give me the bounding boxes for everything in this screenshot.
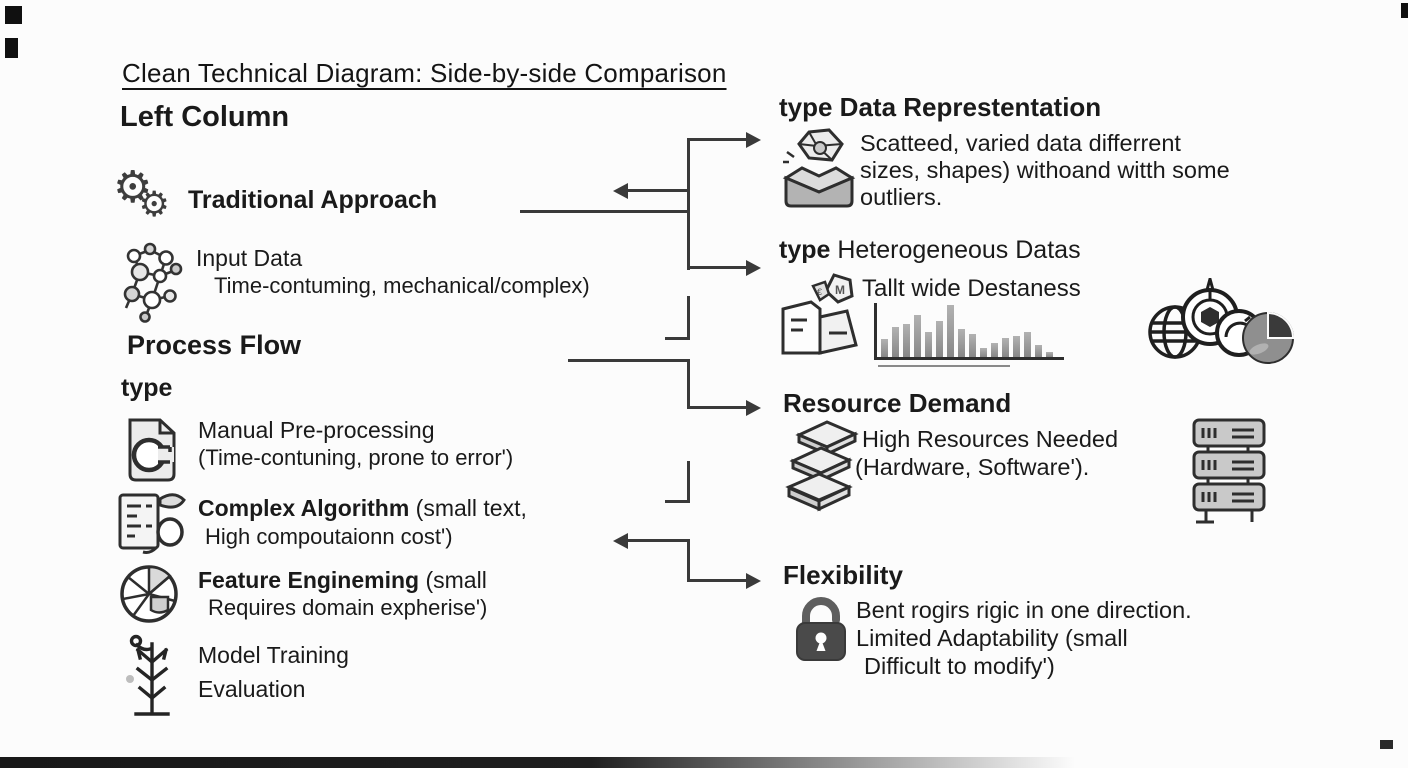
step-title: Model Training [198,642,349,668]
traditional-approach-title: Traditional Approach [188,186,438,214]
mini-bar-chart-bars [881,304,1063,357]
step-title: Feature Engineming (small [198,567,487,594]
edge-artifact-bottom-bar [0,757,1075,768]
body-line: Scatteed, varied data differrent [860,130,1181,156]
resource-demand-heading: Resource Demand [783,388,1012,418]
step-subtitle: Evaluation [198,676,306,702]
heterogeneous-heading: type Heterogeneous Datas [779,236,1081,265]
heterogeneous-type-word: type [779,236,831,264]
bar [903,324,910,357]
step-title-suffix: (small [419,567,487,593]
arrowhead-right-icon [746,132,761,148]
document-gear-icon [120,416,184,489]
body-line: (Hardware, Software'). [855,454,1090,480]
plant-icon [124,632,180,729]
step-subtitle: High compoutaionn cost') [205,524,453,549]
diagram-title: Clean Technical Diagram: Side-by-side Co… [122,58,727,88]
connector-arrow-to-heterogeneous [688,266,748,269]
heterogeneous-heading-text: Heterogeneous Datas [830,236,1081,264]
connector-line-process [568,359,688,362]
edge-artifact [5,38,18,58]
input-data-title: Input Data [196,245,303,271]
bar [1024,332,1031,357]
connector-arrow-left-top [628,189,688,192]
lock-icon [794,590,848,669]
bar [947,305,954,357]
bar [892,327,899,357]
resource-demand-body: High Resources Needed (Hardware, Softwar… [855,425,1119,481]
edge-artifact [1401,3,1408,18]
arrowhead-right-icon [746,400,761,416]
connector-arrow-left-bottom [628,539,688,542]
bar [1035,345,1042,357]
bar [936,321,943,357]
bar [914,315,921,357]
mini-chart-underline [878,365,1010,367]
arrowhead-right-icon [746,573,761,589]
flexibility-body: Bent rogirs rigic in one direction. Limi… [856,596,1192,680]
edge-artifact [5,6,22,24]
connector-line-traditional [520,210,688,213]
bar [980,348,987,357]
data-representation-heading: type Data Represtentation [779,92,1102,122]
bar [881,339,888,357]
mini-chart-x-axis [874,357,1064,360]
body-line: sizes, shapes) withoand witth some [860,157,1230,183]
step-title-bold: Feature Engineming [198,567,420,593]
connector-vertical-top [687,138,690,270]
connector-elbow-1-foot [665,337,689,340]
server-rack-icon [1188,416,1270,533]
body-line: High Resources Needed [862,426,1119,452]
connector-vertical-bottom [687,539,690,582]
svg-text:€: € [817,287,822,297]
pie-chart-icon [1240,310,1296,371]
connector-elbow-2-foot [665,500,689,503]
mini-chart-y-axis [874,303,877,360]
box-gem-icon [779,126,859,217]
body-line: Difficult to modify') [864,653,1055,679]
connector-elbow-1 [687,296,690,340]
input-data-subtitle: Time-contuming, mechanical/complex) [214,273,590,298]
body-line: Limited Adaptability (small [856,625,1128,651]
bar [1046,352,1053,357]
step-subtitle: (Time-contuning, prone to error') [198,445,514,470]
connector-arrow-to-flexibility [688,579,748,582]
body-line: Bent rogirs rigic in one direction. [856,597,1192,623]
document-leaf-icon [116,489,188,562]
arrowhead-left-icon [613,533,628,549]
svg-text:M: M [835,283,845,297]
arrowhead-right-icon [746,260,761,276]
gears-icon: ⚙⚙ [113,163,170,224]
bar [969,334,976,357]
step-title: Manual Pre-processing [198,417,435,443]
segmented-wheel-icon [119,561,181,632]
type-label: type [121,374,173,402]
bar [991,343,998,357]
step-title-suffix: (small text, [409,495,527,521]
body-line: outliers. [860,184,943,210]
molecule-icon [118,236,190,329]
document-tag-icon: M € [777,271,863,366]
bar [1002,338,1009,357]
connector-arrow-to-data-representation [688,138,748,141]
process-flow-heading: Process Flow [127,330,302,360]
connector-arrow-to-resource [688,406,748,409]
bar [958,329,965,357]
connector-vertical-mid [687,359,690,409]
flexibility-heading: Flexibility [783,560,903,590]
data-representation-body: Scatteed, varied data differrent sizes, … [860,130,1230,211]
arrowhead-left-icon [613,183,628,199]
bar [1013,336,1020,357]
left-column-heading: Left Column [120,101,290,133]
edge-artifact [1380,740,1393,749]
step-title: Complex Algorithm (small text, [198,495,527,522]
step-title-bold: Complex Algorithm [198,495,410,521]
step-subtitle: Requires domain expherise') [208,595,488,620]
bar [925,332,932,357]
connector-elbow-2 [687,461,690,503]
mini-chart-title: Tallt wide Destaness [862,275,1081,302]
layers-icon [778,420,862,517]
